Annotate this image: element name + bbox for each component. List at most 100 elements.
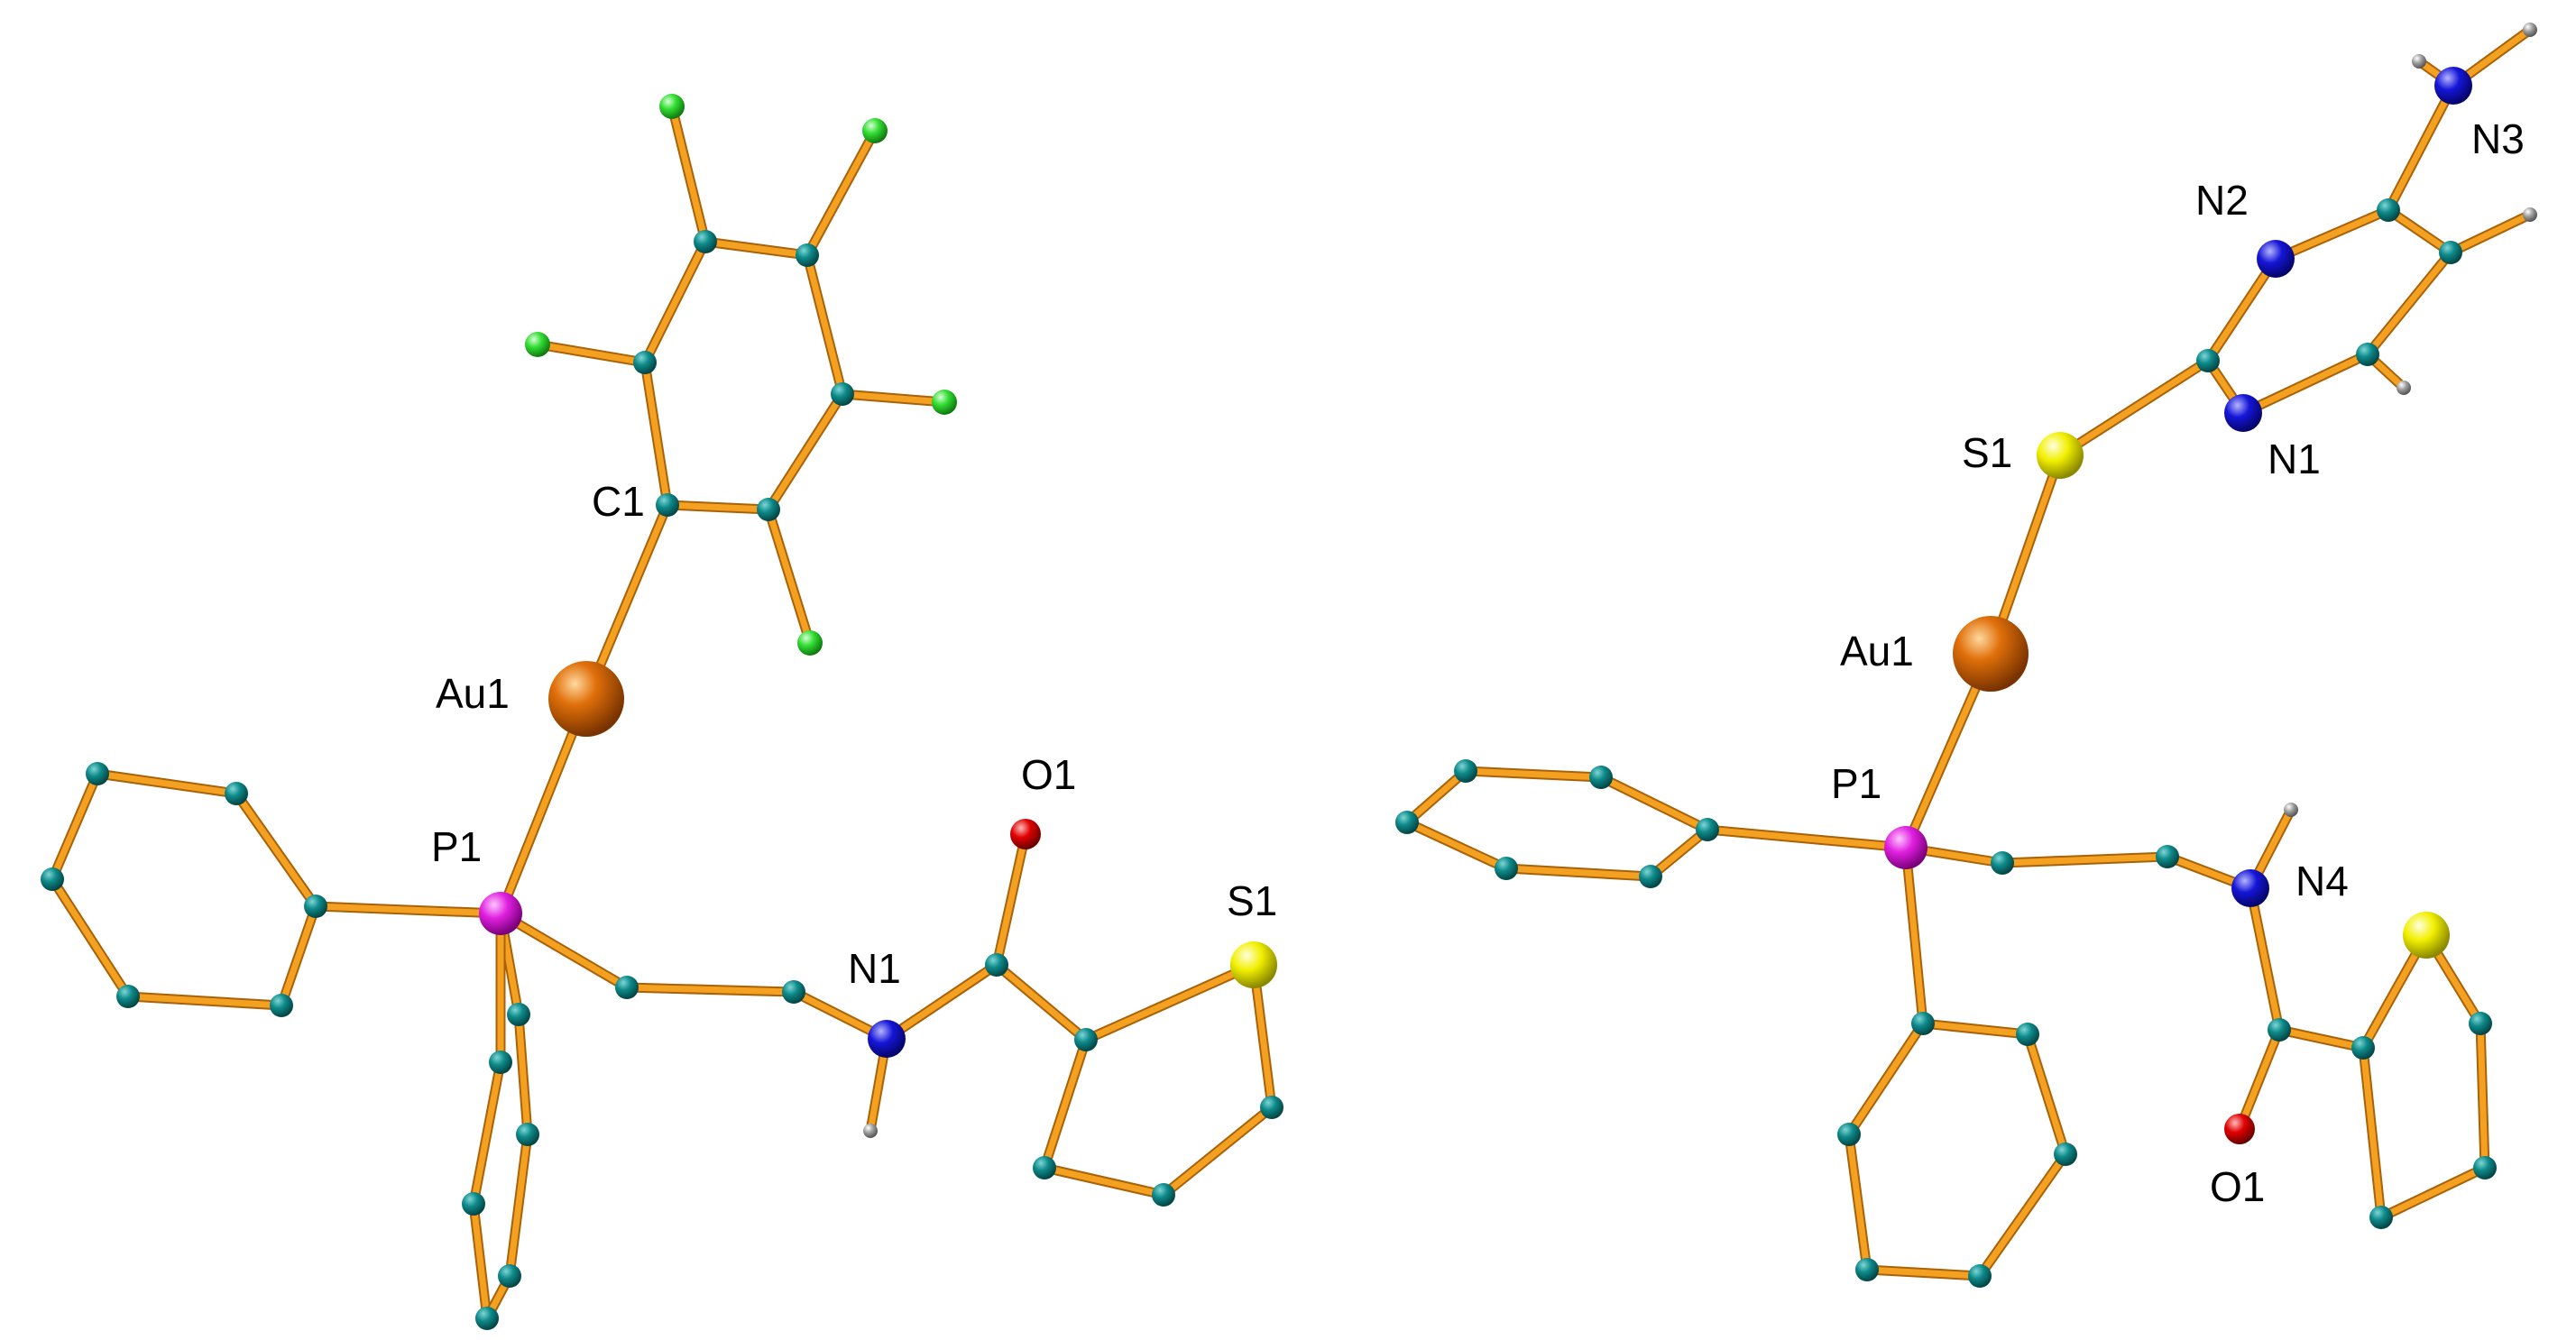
hydrogen-atom	[2523, 23, 2537, 37]
bond	[2204, 255, 2279, 364]
carbon-atom	[41, 867, 64, 891]
carbon-atom	[2268, 1018, 2291, 1042]
bonds-right	[1402, 24, 2535, 1281]
carbon-atom	[633, 351, 657, 374]
molecule-right: N3 N2 S1 N1 Au1 P1 N4 O1	[1395, 23, 2537, 1288]
atoms-left	[41, 94, 1283, 1330]
sulfur-atom	[2403, 912, 2450, 959]
carbon-atom	[86, 762, 109, 785]
hydrogen-atom	[2523, 207, 2537, 222]
carbon-atom	[1991, 851, 2014, 875]
bonds-left	[47, 101, 1277, 1324]
label-au1: Au1	[436, 670, 510, 717]
bond	[506, 1131, 531, 1280]
bond	[2024, 1031, 2069, 1158]
carbon-atom	[1495, 857, 1518, 880]
label-p1: P1	[1831, 760, 1881, 807]
bond	[2360, 1044, 2385, 1221]
bond	[2240, 351, 2371, 417]
bond	[668, 103, 709, 245]
bond	[1647, 826, 1711, 880]
label-au1: Au1	[1840, 628, 1914, 675]
sulfur-atom	[1230, 941, 1277, 988]
bond	[1845, 1131, 1871, 1273]
carbon-atom	[2156, 845, 2179, 868]
label-s1: S1	[1227, 877, 1277, 924]
bond	[2247, 885, 2283, 1033]
bond	[804, 252, 846, 398]
molecule-left: C1 Au1 P1 N1 O1 S1	[41, 94, 1283, 1330]
carbon-atom	[1855, 1258, 1879, 1281]
label-s1: S1	[1962, 429, 2012, 476]
bond	[470, 1200, 491, 1322]
bond	[804, 127, 879, 259]
carbon-atom	[2016, 1023, 2039, 1046]
oxygen-atom	[2224, 1114, 2255, 1144]
bond	[470, 1059, 504, 1207]
bond	[2385, 82, 2457, 214]
carbon-atom	[507, 1003, 530, 1026]
carbon-atom	[757, 498, 780, 521]
phosphorus-atom	[479, 892, 522, 935]
bond	[278, 903, 319, 1009]
bond	[883, 961, 1000, 1042]
carbon-atom	[498, 1264, 521, 1288]
fluorine-atom	[932, 390, 957, 415]
fluorine-atom	[797, 630, 823, 656]
fluorine-atom	[862, 118, 888, 143]
bond	[534, 341, 649, 366]
bond	[49, 876, 132, 1000]
carbon-atom	[694, 230, 717, 253]
carbon-atom	[615, 976, 639, 999]
label-n4: N4	[2295, 858, 2349, 904]
bond	[2477, 1020, 2489, 1171]
carbon-atom	[2439, 241, 2462, 264]
bond	[49, 770, 101, 883]
carbon-atom	[1152, 1183, 1175, 1207]
carbon-atom	[304, 895, 327, 918]
carbon-atom	[2377, 198, 2400, 222]
carbon-atom	[270, 994, 293, 1017]
carbon-atom	[1033, 1156, 1056, 1179]
bond	[2056, 357, 2212, 459]
bond	[1403, 819, 1510, 872]
bond	[497, 910, 630, 991]
label-n2: N2	[2195, 177, 2249, 224]
bond	[839, 390, 948, 406]
bond	[1704, 826, 1909, 851]
carbon-atom	[116, 985, 140, 1008]
bond	[2378, 1164, 2489, 1221]
gold-atom	[548, 661, 624, 737]
carbon-atom	[2054, 1143, 2077, 1166]
carbon-atom	[796, 243, 819, 267]
bond	[1250, 961, 1275, 1111]
label-n1: N1	[2268, 436, 2321, 482]
label-o1: O1	[2210, 1163, 2265, 1210]
carbon-atom	[1696, 818, 1719, 841]
gold-atom	[1953, 616, 2029, 692]
hydrogen-atom	[863, 1124, 878, 1138]
carbon-atom	[656, 493, 679, 517]
bond	[1041, 1164, 1167, 1198]
carbon-atom	[1260, 1096, 1283, 1119]
bond	[702, 238, 811, 259]
carbon-atom	[2469, 1012, 2492, 1035]
carbon-atom	[2351, 1036, 2375, 1060]
bond	[2385, 207, 2454, 256]
bond	[2276, 1026, 2367, 1051]
carbon-atom	[2356, 343, 2379, 366]
carbon-atom	[1589, 766, 1613, 789]
fluorine-atom	[659, 94, 685, 119]
carbon-atom	[225, 782, 248, 805]
bond	[623, 984, 797, 996]
carbon-atom	[1639, 865, 1662, 888]
nitrogen-atom	[2434, 67, 2472, 105]
bond	[233, 790, 319, 910]
bond	[641, 238, 709, 366]
bond	[497, 695, 590, 917]
carbon-atom	[2369, 1206, 2393, 1229]
bond	[1902, 844, 1927, 1027]
bond	[1863, 1266, 1983, 1280]
bond	[1919, 1020, 2031, 1038]
